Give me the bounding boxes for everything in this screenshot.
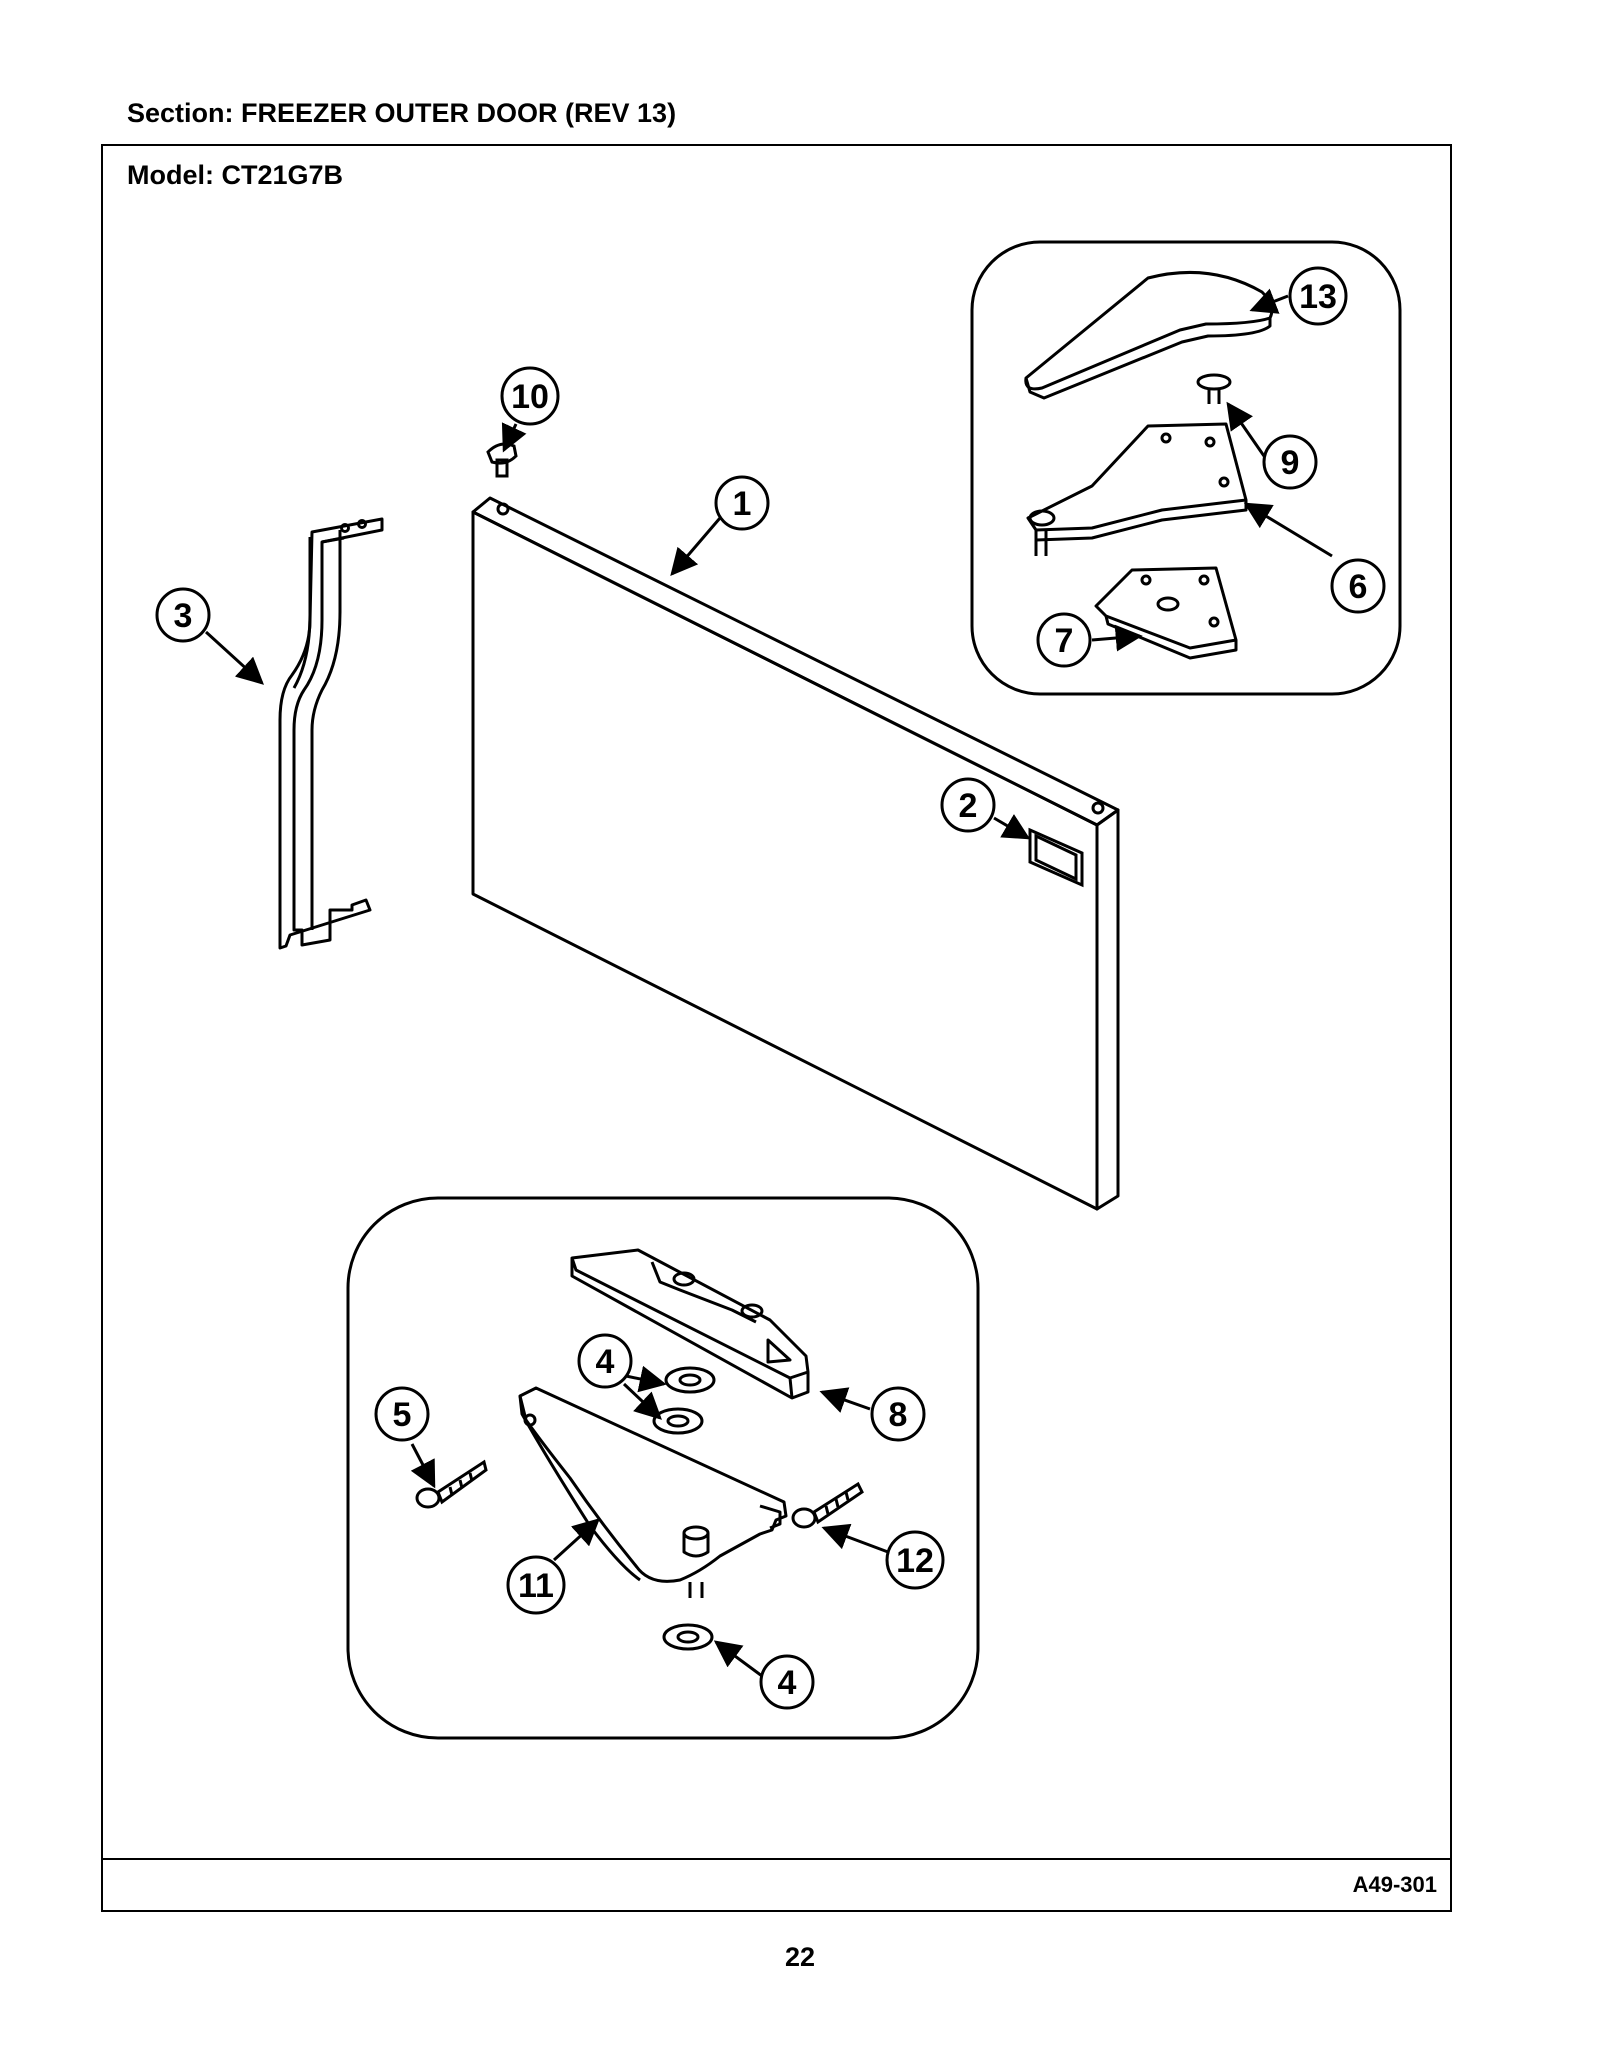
callout-11: 11 [506, 1555, 566, 1615]
leader-lines [204, 288, 1333, 1678]
callout-5: 5 [374, 1386, 430, 1442]
section-title: Section: FREEZER OUTER DOOR (REV 13) [127, 98, 677, 128]
svg-text:4: 4 [778, 1664, 797, 1702]
callout-6: 6 [1330, 558, 1386, 614]
lower-hinge-inset [346, 1196, 980, 1740]
svg-text:5: 5 [393, 1396, 412, 1434]
svg-text:6: 6 [1349, 568, 1368, 606]
svg-text:4: 4 [596, 1343, 615, 1381]
door-plug [486, 442, 518, 478]
lower-hinge [518, 1386, 788, 1598]
callout-12: 12 [885, 1530, 945, 1590]
upper-hinge-cover [1024, 270, 1274, 400]
page-number: 22 [784, 1942, 816, 1972]
footer-divider [101, 1858, 1452, 1860]
callout-4-upper: 4 [577, 1333, 633, 1389]
callout-4-lower: 4 [759, 1654, 815, 1710]
svg-text:8: 8 [889, 1396, 908, 1434]
svg-text:7: 7 [1055, 622, 1074, 660]
callout-13: 13 [1288, 266, 1348, 326]
screw-right [791, 1481, 864, 1529]
lower-hinge-bracket [570, 1248, 810, 1400]
svg-text:13: 13 [1299, 278, 1337, 316]
washer-lower [662, 1623, 714, 1651]
washer-upper-pair [652, 1366, 716, 1435]
svg-text:12: 12 [896, 1542, 934, 1580]
callout-1: 1 [714, 475, 770, 531]
callout-2: 2 [940, 777, 996, 833]
svg-text:9: 9 [1281, 444, 1300, 482]
hinge-pin [1196, 373, 1232, 404]
svg-text:10: 10 [511, 378, 549, 416]
door-panel [471, 496, 1120, 1211]
svg-text:11: 11 [518, 1567, 554, 1605]
door-handle [278, 517, 384, 950]
callout-8: 8 [870, 1386, 926, 1442]
upper-hinge-inset [970, 240, 1402, 696]
hinge-shim [1094, 566, 1238, 660]
diagram-frame [101, 144, 1452, 1912]
callout-7: 7 [1036, 612, 1092, 668]
upper-hinge [1026, 422, 1248, 556]
callout-9: 9 [1262, 434, 1318, 490]
model-title: Model: CT21G7B [127, 160, 344, 190]
door-label [1028, 827, 1084, 888]
svg-text:3: 3 [174, 597, 193, 635]
callout-10: 10 [500, 366, 560, 426]
figure-code: A49-301 [1352, 1872, 1437, 1897]
svg-text:2: 2 [959, 787, 978, 825]
callout-3: 3 [155, 587, 211, 643]
svg-text:1: 1 [733, 485, 752, 523]
screw-left [415, 1459, 488, 1509]
